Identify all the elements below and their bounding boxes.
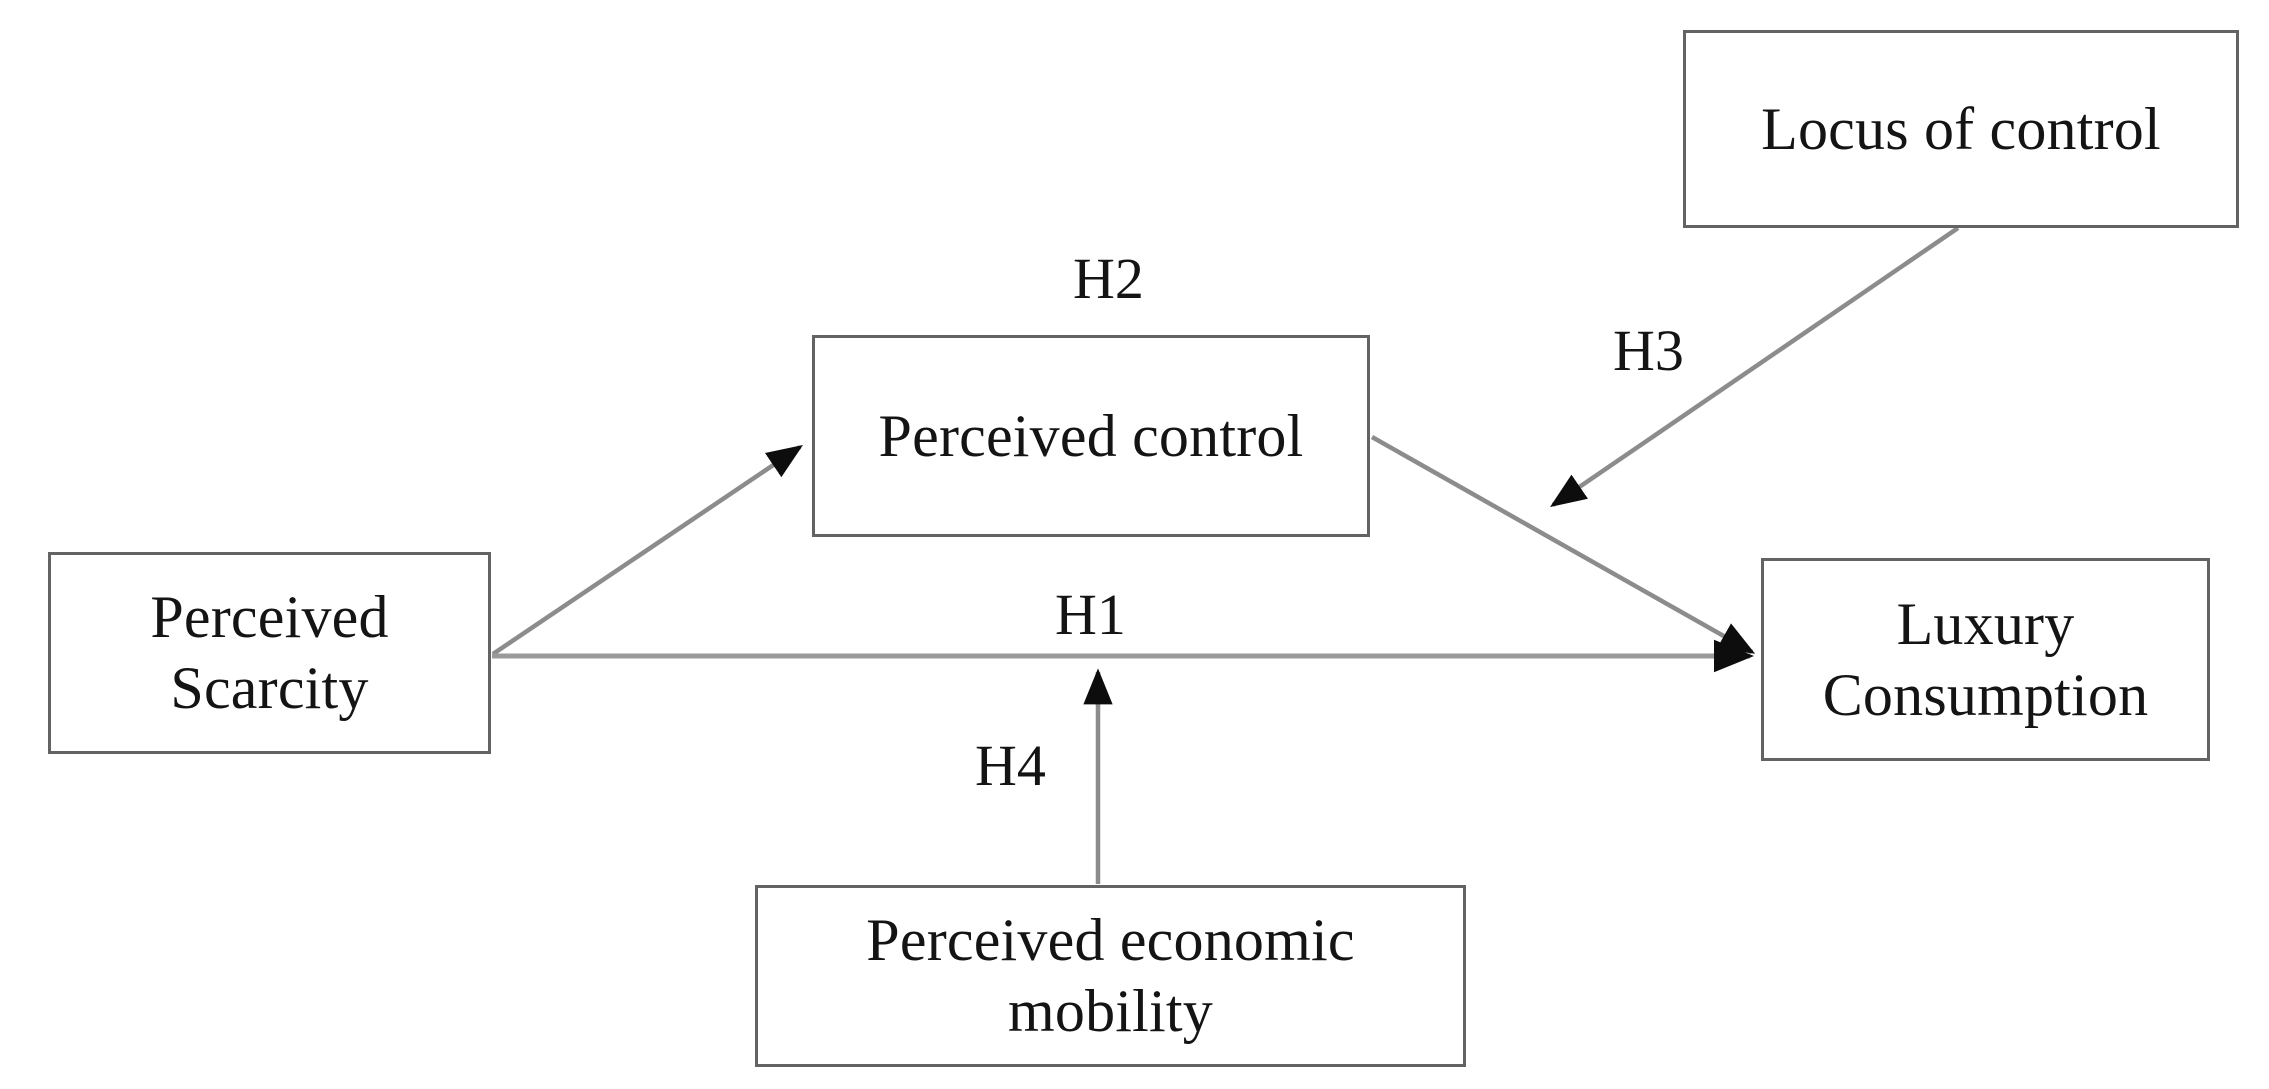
node-perceived-control: Perceived control — [812, 335, 1370, 537]
hypothesis-label-h4: H4 — [975, 733, 1046, 798]
hypothesis-label-h1: H1 — [1055, 582, 1126, 647]
node-perceived-scarcity-label: Perceived Scarcity — [150, 584, 389, 721]
node-perceived-scarcity: Perceived Scarcity — [48, 552, 491, 754]
node-perceived-control-label: Perceived control — [878, 402, 1304, 469]
node-locus-of-control: Locus of control — [1683, 30, 2239, 228]
node-luxury-consumption-label: Luxury Consumption — [1822, 590, 2149, 728]
node-perceived-economic-mobility-label: Perceived economic mobility — [866, 907, 1355, 1044]
edge-h2-scarcity-to-control — [491, 444, 803, 656]
hypothesis-label-h2: H2 — [1073, 246, 1144, 311]
edge-control-to-luxury — [1370, 435, 1756, 654]
node-luxury-consumption: Luxury Consumption — [1761, 558, 2210, 761]
node-perceived-economic-mobility: Perceived economic mobility — [755, 885, 1466, 1067]
hypothesis-label-h3: H3 — [1613, 318, 1684, 383]
node-locus-of-control-label: Locus of control — [1761, 95, 2161, 162]
